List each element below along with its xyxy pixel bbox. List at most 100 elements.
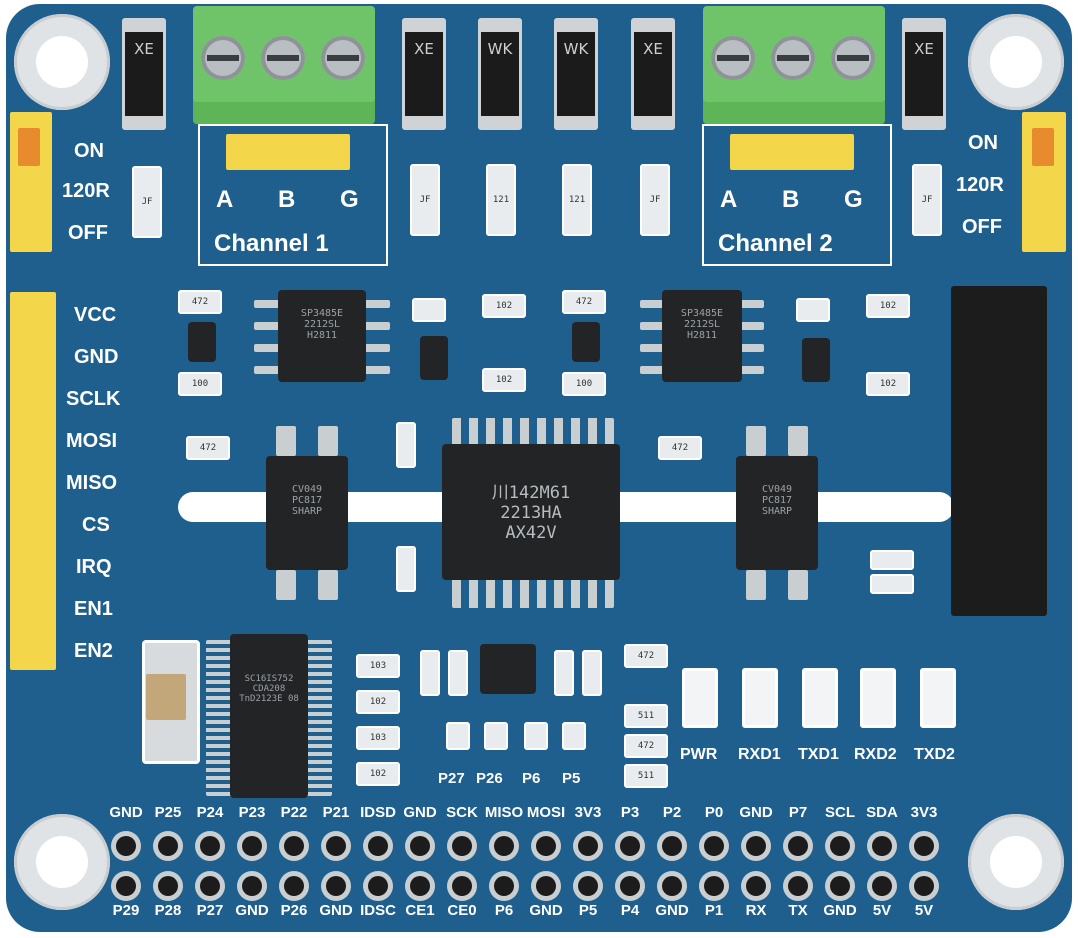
smd-capacitor	[582, 650, 602, 696]
smd-resistor: 472	[658, 436, 702, 460]
gpio-pin-hole[interactable]	[746, 876, 766, 896]
gpio-pin-hole[interactable]	[536, 876, 556, 896]
smd-resistor: 102	[356, 762, 400, 786]
gpio-pin-hole[interactable]	[578, 836, 598, 856]
gpio-pin-hole[interactable]	[242, 876, 262, 896]
led-label-rxd2: RXD2	[854, 746, 897, 763]
side-header-label-en1: EN1	[74, 598, 113, 620]
gpio-top-label: P21	[322, 804, 350, 821]
right-jumper-off-label: OFF	[962, 216, 1002, 238]
gpio-pin-hole[interactable]	[200, 876, 220, 896]
channel-1-pin-header	[226, 134, 350, 170]
gpio-pin-hole[interactable]	[914, 876, 934, 896]
side-header-label-sclk: SCLK	[66, 388, 121, 410]
gpio-pin-hole[interactable]	[410, 876, 430, 896]
gpio-pin-hole[interactable]	[620, 876, 640, 896]
gpio-pin-hole[interactable]	[410, 836, 430, 856]
gpio-pin-hole[interactable]	[200, 836, 220, 856]
screw-icon[interactable]	[771, 36, 815, 80]
right-jumper-120r-label: 120R	[956, 174, 1004, 196]
gpio-pin-hole[interactable]	[872, 836, 892, 856]
gpio-pin-hole[interactable]	[158, 836, 178, 856]
gpio-pin-hole[interactable]	[368, 876, 388, 896]
gpio-pin-hole[interactable]	[284, 836, 304, 856]
screw-icon[interactable]	[711, 36, 755, 80]
gpio-pin-hole[interactable]	[494, 836, 514, 856]
gpio-pin-hole[interactable]	[578, 876, 598, 896]
smd-resistor: 102	[356, 690, 400, 714]
smd-resistor: 511	[624, 704, 668, 728]
smd-capacitor	[796, 298, 830, 322]
gpio-pin-hole[interactable]	[494, 876, 514, 896]
smd-resistor: 511	[624, 764, 668, 788]
channel-1-pin-g: G	[340, 186, 359, 213]
gpio-top-label: P23	[238, 804, 266, 821]
gpio-pin-hole[interactable]	[620, 836, 640, 856]
gpio-pin-hole[interactable]	[326, 836, 346, 856]
gpio-bottom-label: TX	[788, 902, 808, 919]
gpio-pin-hole[interactable]	[158, 876, 178, 896]
test-point-pad[interactable]	[484, 722, 508, 750]
gpio-pin-hole[interactable]	[116, 876, 136, 896]
gpio-pin-hole[interactable]	[914, 836, 934, 856]
pcb-board: XE XE WK WK XE XE A B G Channel 1 A B G …	[6, 4, 1072, 932]
gpio-top-label: P22	[280, 804, 308, 821]
gpio-bottom-label: GND	[529, 902, 563, 919]
gpio-pin-hole[interactable]	[788, 876, 808, 896]
gpio-top-label: GND	[739, 804, 773, 821]
gpio-pin-hole[interactable]	[116, 836, 136, 856]
gpio-pin-hole[interactable]	[662, 876, 682, 896]
channel-1-title: Channel 1	[214, 230, 329, 257]
tvs-diode: WK	[554, 18, 598, 130]
chip-marking: SP3485E	[300, 308, 344, 319]
channel-2-outline	[702, 124, 892, 266]
screw-icon[interactable]	[201, 36, 245, 80]
jumper-cap-icon[interactable]	[1032, 128, 1054, 166]
gpio-pin-hole[interactable]	[284, 876, 304, 896]
regulator-chip	[480, 644, 536, 694]
screw-icon[interactable]	[261, 36, 305, 80]
gpio-pin-hole[interactable]	[746, 836, 766, 856]
gpio-pin-hole[interactable]	[704, 876, 724, 896]
chip-marking: 2212SL	[683, 319, 721, 330]
ic-pin-row	[452, 578, 614, 608]
chip-marking: 2212SL	[303, 319, 341, 330]
screw-terminal-channel-1[interactable]	[193, 6, 375, 124]
gpio-top-label: P24	[196, 804, 224, 821]
gpio-pin-hole[interactable]	[368, 836, 388, 856]
side-header-label-irq: IRQ	[76, 556, 112, 578]
gpio-pin-hole[interactable]	[452, 836, 472, 856]
left-jumper-120r-label: 120R	[62, 180, 110, 202]
gpio-bottom-label: P4	[620, 902, 640, 919]
gpio-pin-hole[interactable]	[662, 836, 682, 856]
smd-resistor: 472	[624, 644, 668, 668]
smd-resistor: 102	[866, 372, 910, 396]
gpio-pin-hole[interactable]	[788, 836, 808, 856]
screw-icon[interactable]	[831, 36, 875, 80]
gpio-pin-hole[interactable]	[830, 836, 850, 856]
gpio-pin-hole[interactable]	[242, 836, 262, 856]
gpio-pin-hole[interactable]	[872, 876, 892, 896]
smd-resistor: 100	[178, 372, 222, 396]
smd-resistor: 121	[562, 164, 592, 236]
test-point-pad[interactable]	[562, 722, 586, 750]
test-point-pad[interactable]	[524, 722, 548, 750]
channel-2-pin-a: A	[720, 186, 738, 213]
transistor	[802, 338, 830, 382]
gpio-pin-hole[interactable]	[830, 876, 850, 896]
gpio-pin-hole[interactable]	[452, 876, 472, 896]
rs485-transceiver-2: SP3485E 2212SL H2811	[662, 290, 742, 382]
gpio-pin-hole[interactable]	[326, 876, 346, 896]
gpio-top-label: P0	[704, 804, 724, 821]
gpio-pin-hole[interactable]	[536, 836, 556, 856]
screw-icon[interactable]	[321, 36, 365, 80]
gpio-pin-hole[interactable]	[704, 836, 724, 856]
transistor	[572, 322, 600, 362]
optocoupler-1: CV049 PC817 SHARP	[266, 456, 348, 570]
test-point-pad[interactable]	[446, 722, 470, 750]
jumper-cap-icon[interactable]	[18, 128, 40, 166]
led-label-rxd1: RXD1	[738, 746, 781, 763]
screw-terminal-channel-2[interactable]	[703, 6, 885, 124]
gpio-bottom-label: 5V	[914, 902, 934, 919]
smd-resistor: 103	[356, 726, 400, 750]
